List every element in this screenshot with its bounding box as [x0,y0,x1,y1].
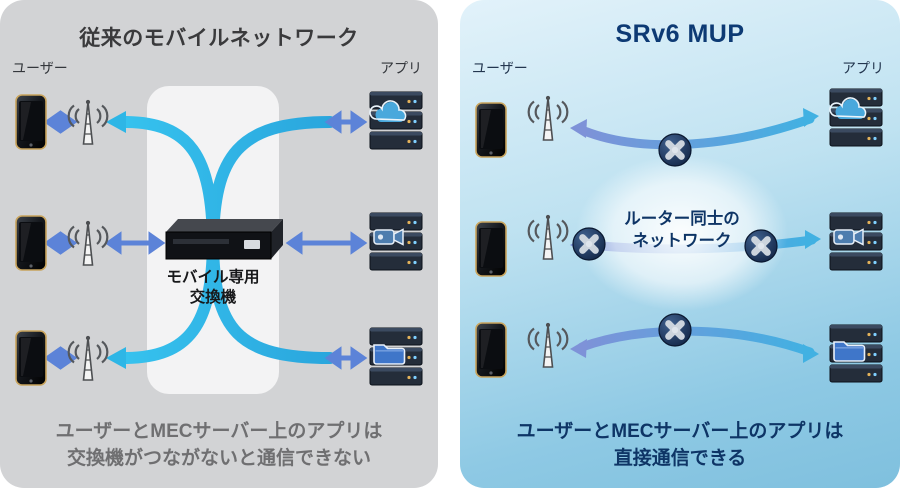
server-cloud-icon [829,88,883,147]
smartphone-icon [475,221,507,277]
right-caption: ユーザーとMECサーバー上のアプリは 直接通信できる [516,421,844,469]
srv6-mup-panel: SRv6 MUP ユーザー アプリ ルーター同士の ネットワーク ユーザーとME… [460,0,900,488]
router-icon [658,133,692,167]
switch-label: モバイル専用 交換機 [166,269,260,306]
left-user-label: ユーザー [12,60,68,76]
router-network-label: ルーター同士の ネットワーク [624,210,740,250]
traditional-network-panel: 従来のモバイルネットワーク ユーザー アプリ モバイル専用 交換機 ユーザーとM… [0,0,438,488]
smartphone-icon [15,94,47,150]
router-network-glow [576,155,788,311]
left-panel-title: 従来のモバイルネットワーク [79,27,359,50]
srv6-mup-diagram [475,88,883,383]
server-folder-icon [829,324,883,383]
smartphone-icon [15,330,47,386]
traditional-network-diagram [15,86,423,394]
radio-tower-icon [527,213,569,261]
server-camera-icon [829,212,883,271]
right-user-label: ユーザー [472,60,528,76]
left-caption: ユーザーとMECサーバー上のアプリは 交換機がつながないと通信できない [55,421,383,469]
smartphone-icon [475,322,507,378]
left-app-label: アプリ [380,60,422,76]
router-icon [658,313,692,347]
radio-tower-icon [527,321,569,369]
radio-tower-icon [527,94,569,142]
smartphone-icon [15,215,47,271]
server-folder-icon [369,327,423,386]
traffic-curve-arrowheads [106,111,126,369]
link-arrows [43,110,368,370]
switch-icon [165,219,283,260]
right-panel-title: SRv6 MUP [615,20,745,48]
right-app-label: アプリ [842,60,884,76]
smartphone-icon [475,102,507,158]
server-cloud-icon [369,91,423,150]
server-camera-icon [369,212,423,271]
